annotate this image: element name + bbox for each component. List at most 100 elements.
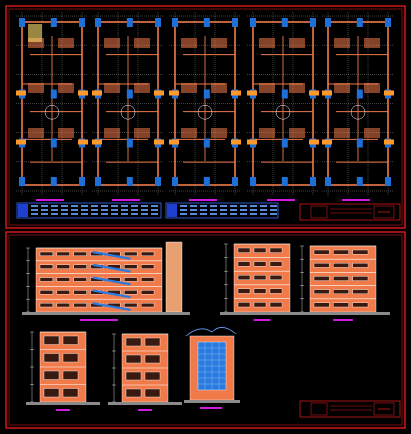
window (125, 337, 142, 347)
legend-cell (190, 209, 197, 211)
structural-column (281, 138, 288, 148)
window (124, 264, 138, 269)
window (56, 277, 70, 282)
column-tag (16, 90, 26, 96)
window (144, 388, 161, 398)
column-tag (309, 139, 319, 145)
window (73, 277, 87, 282)
plan-furniture (259, 83, 275, 93)
window (140, 264, 155, 269)
legend-cell (111, 205, 118, 207)
ground-line (108, 402, 182, 405)
column-tag (322, 139, 332, 145)
legend-cell (31, 205, 38, 207)
legend-cell (240, 205, 247, 207)
plan-label-bar (36, 199, 64, 201)
plan-furniture (259, 38, 275, 48)
window (43, 370, 60, 380)
plan-furniture (104, 83, 120, 93)
legend-cell (91, 209, 98, 211)
column-tag (247, 90, 257, 96)
plan-furniture (364, 83, 380, 93)
sheet-border-top (5, 5, 406, 229)
window (313, 289, 330, 295)
window (333, 302, 349, 308)
legend-cell (230, 213, 237, 215)
legend-cell (250, 205, 257, 207)
structural-column (250, 177, 256, 186)
legend-cell (220, 213, 227, 215)
legend-cell (190, 205, 197, 207)
window (140, 290, 155, 295)
elevation-glass-facade (184, 327, 240, 409)
window (313, 302, 330, 308)
floor-plan-1 (16, 12, 88, 201)
plan-label-bar (112, 199, 140, 201)
plan-furniture (211, 83, 227, 93)
window (124, 303, 138, 308)
plan-furniture (28, 38, 44, 48)
column-tag (384, 90, 394, 96)
sheet-border-bottom (5, 231, 406, 429)
window (253, 275, 267, 281)
column-tag (154, 90, 164, 96)
plan-hatch (28, 24, 42, 42)
structural-column (250, 18, 256, 27)
legend-cell (240, 213, 247, 215)
plan-furniture (334, 83, 350, 93)
window (269, 247, 283, 253)
window (39, 277, 54, 282)
legend-cell (121, 205, 128, 207)
legend-cell (240, 209, 247, 211)
structural-column (79, 177, 85, 186)
structural-column (79, 18, 85, 27)
structural-column (50, 177, 57, 186)
ground-line (184, 400, 240, 403)
window (237, 302, 251, 308)
structural-column (172, 177, 178, 186)
ground-line (26, 402, 100, 405)
legend-cell (270, 209, 277, 211)
window (73, 264, 87, 269)
legend-cell (230, 205, 237, 207)
window (269, 275, 283, 281)
stair-run (92, 276, 131, 286)
legend-cell (200, 213, 207, 215)
window (140, 303, 155, 308)
structural-column (281, 18, 288, 27)
column-tag (169, 139, 179, 145)
window (144, 337, 161, 347)
legend-cell (81, 209, 88, 211)
legend-cell (180, 209, 187, 211)
window (125, 354, 142, 364)
legend-cell (200, 205, 207, 207)
plan-furniture (289, 83, 305, 93)
plan-furniture (289, 128, 305, 138)
title-block-bottom (299, 400, 401, 418)
structural-column (203, 138, 210, 148)
plan-furniture (134, 128, 150, 138)
elevation-front (22, 241, 190, 321)
plan-furniture (58, 128, 74, 138)
title-block-top (299, 203, 401, 221)
legend-cell (190, 213, 197, 215)
structural-column (50, 138, 57, 148)
legend-cell (230, 209, 237, 211)
ground-line (296, 312, 390, 315)
legend-cell (260, 205, 267, 207)
window (313, 276, 330, 281)
structural-column (281, 177, 288, 186)
stair-arc (350, 105, 366, 120)
window (144, 371, 161, 381)
elevation-section (108, 333, 182, 411)
legend-cell (71, 213, 78, 215)
column-tag (384, 139, 394, 145)
window (269, 261, 283, 267)
stair-run (92, 263, 131, 273)
window (62, 335, 79, 345)
legend-cell (260, 213, 267, 215)
stair-arc (275, 105, 291, 120)
structural-column (232, 177, 238, 186)
legend-cell (121, 209, 128, 211)
floor-plan-4 (247, 12, 319, 201)
